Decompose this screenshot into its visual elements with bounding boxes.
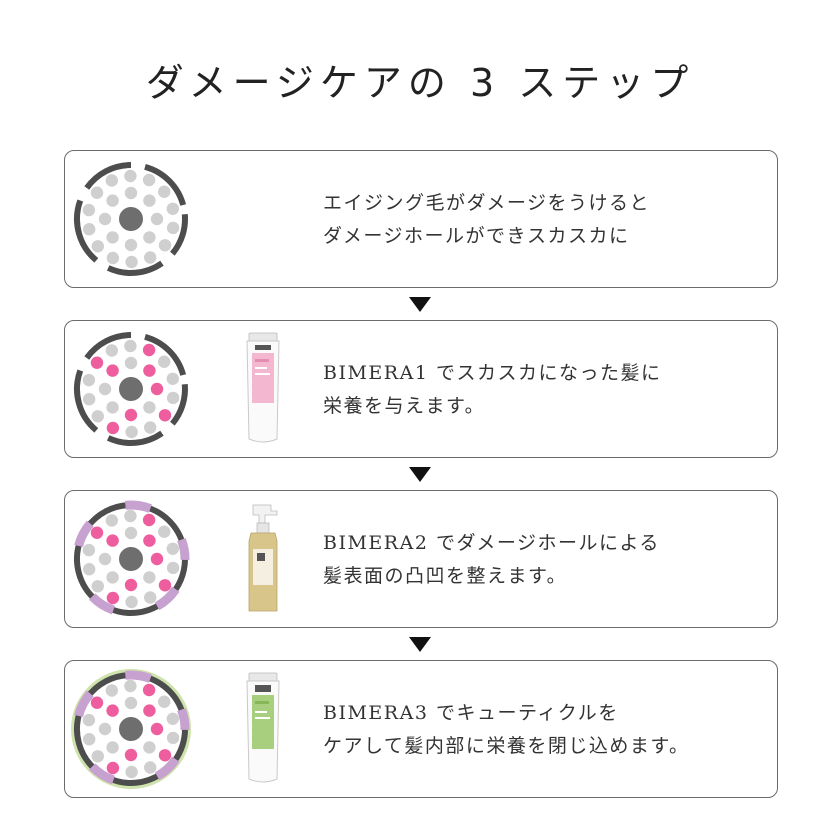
smoothed-hair-cross-section-icon [74, 500, 190, 616]
nourished-hair-cross-section-icon [74, 332, 188, 446]
step-1-line-1: エイジング毛がダメージをうけると [323, 192, 651, 214]
sealed-hair-cross-section-icon [71, 669, 191, 789]
pink-tube-icon [246, 332, 280, 443]
down-arrow-icon [409, 297, 431, 312]
step-4-line-2: ケアして髪内部に栄養を閉じ込めます。 [323, 735, 690, 757]
step-3-line-1: BIMERA2 でダメージホールによる [323, 532, 660, 554]
step-1-line-2: ダメージホールができスカスカに [323, 225, 630, 247]
step-2-line-2: 栄養を与えます。 [323, 395, 486, 417]
green-tube-icon [246, 672, 280, 783]
step-4-line-1: BIMERA3 でキューティクルを [323, 702, 619, 724]
step-1-description: エイジング毛がダメージをうけると ダメージホールができスカスカに [323, 187, 773, 253]
step-card-2: BIMERA1 でスカスカになった髪に 栄養を与えます。 [64, 320, 778, 458]
step-3-description: BIMERA2 でダメージホールによる 髪表面の凸凹を整えます。 [323, 527, 773, 593]
step-2-description: BIMERA1 でスカスカになった髪に 栄養を与えます。 [323, 357, 773, 423]
down-arrow-icon [409, 637, 431, 652]
step-card-3: BIMERA2 でダメージホールによる 髪表面の凸凹を整えます。 [64, 490, 778, 628]
damaged-hair-cross-section-icon [74, 162, 188, 276]
spray-bottle-icon [248, 504, 278, 612]
step-3-line-2: 髪表面の凸凹を整えます。 [323, 565, 568, 587]
step-card-1: エイジング毛がダメージをうけると ダメージホールができスカスカに [64, 150, 778, 288]
page-title: ダメージケアの 3 ステップ [145, 61, 695, 105]
step-card-4: BIMERA3 でキューティクルを ケアして髪内部に栄養を閉じ込めます。 [64, 660, 778, 798]
step-4-description: BIMERA3 でキューティクルを ケアして髪内部に栄養を閉じ込めます。 [323, 697, 773, 763]
down-arrow-icon [409, 467, 431, 482]
step-2-line-1: BIMERA1 でスカスカになった髪に [323, 362, 662, 384]
